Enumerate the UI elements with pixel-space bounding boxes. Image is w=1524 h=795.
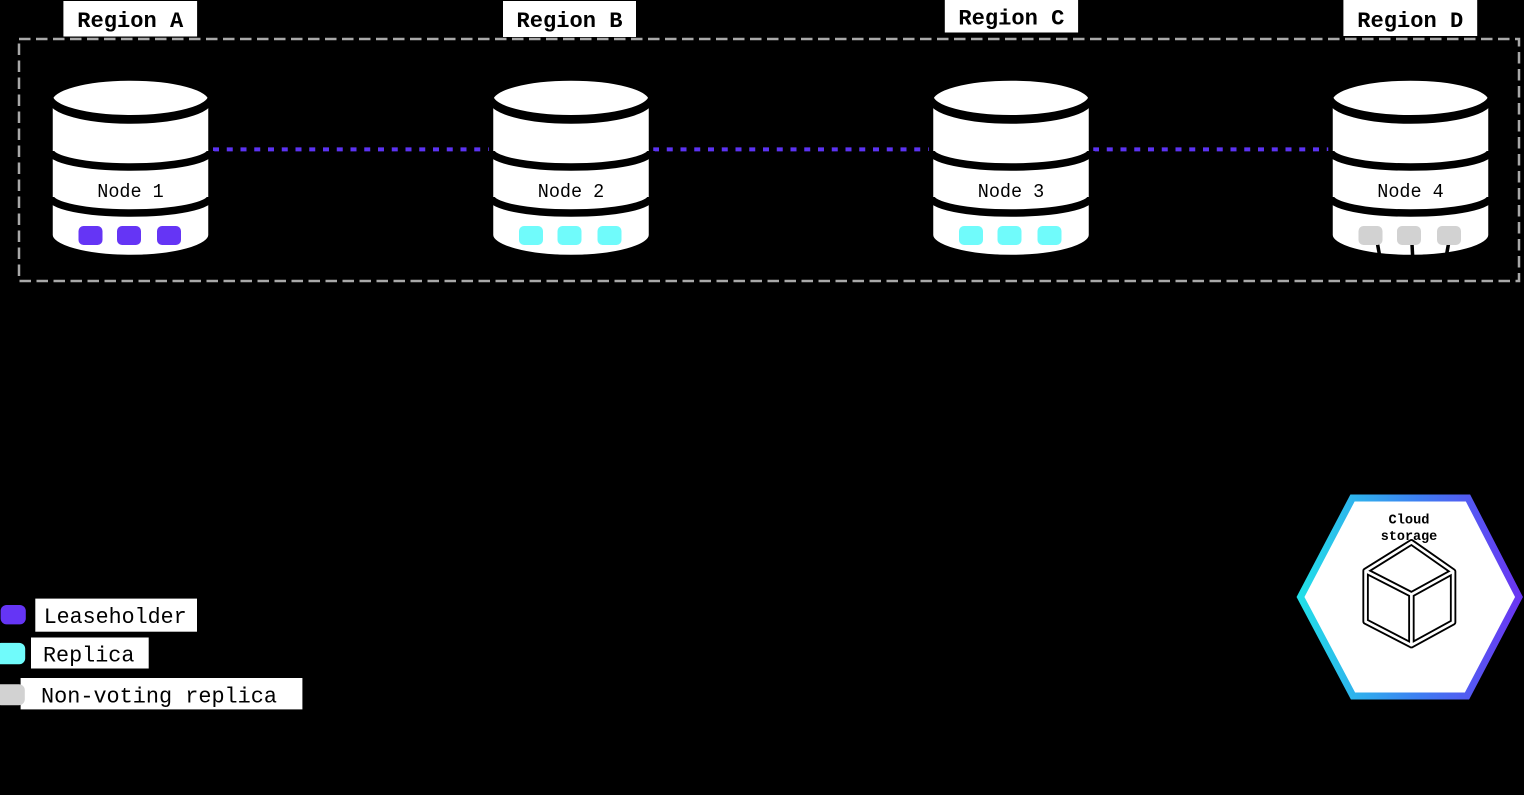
svg-text:Non-voting replica: Non-voting replica bbox=[41, 685, 277, 710]
svg-text:Region D: Region D bbox=[1357, 9, 1463, 34]
svg-text:Leaseholder: Leaseholder bbox=[44, 605, 187, 630]
svg-text:Region A: Region A bbox=[77, 9, 184, 34]
svg-text:Cloud: Cloud bbox=[1389, 513, 1430, 529]
svg-text:Region B: Region B bbox=[517, 9, 623, 34]
svg-text:Replica: Replica bbox=[43, 644, 134, 669]
svg-text:storage: storage bbox=[1381, 529, 1438, 545]
svg-text:Node 2: Node 2 bbox=[538, 181, 605, 203]
svg-text:Region C: Region C bbox=[958, 7, 1064, 32]
svg-text:Node 3: Node 3 bbox=[978, 181, 1045, 203]
svg-text:Node 4: Node 4 bbox=[1377, 181, 1444, 203]
svg-text:Node 1: Node 1 bbox=[97, 181, 164, 203]
